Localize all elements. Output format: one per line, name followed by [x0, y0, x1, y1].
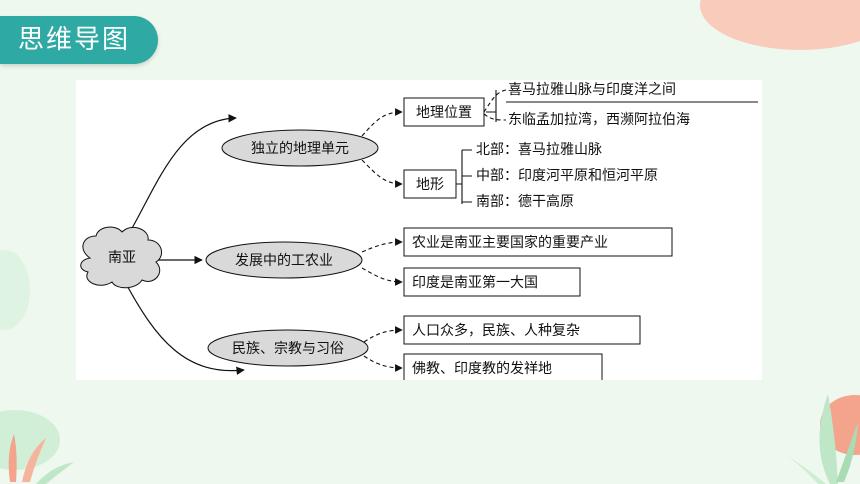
location-label: 地理位置 — [416, 105, 472, 121]
coral-blob-top-right — [700, 0, 860, 50]
connector-branch-1-to-location — [361, 108, 403, 137]
branch-3-label: 民族、宗教与习俗 — [232, 341, 344, 357]
branch-node-agriculture-industry: 发展中的工农业 — [205, 241, 363, 279]
terrain-label: 地形 — [416, 177, 444, 193]
terrain-detail-middle: 中部：印度河平原和恒河平原 — [476, 168, 658, 184]
branch-node-independent-unit: 独立的地理单元 — [221, 129, 379, 167]
ethnicity-fact-2: 佛教、印度教的发祥地 — [412, 361, 552, 377]
page-title: 思维导图 — [18, 25, 131, 55]
population-fact-box: 人口众多，民族、人种复杂 — [403, 315, 641, 345]
branch-1-label: 独立的地理单元 — [251, 141, 349, 157]
mind-map: 南亚 独立的地理单元 发展中的工农业 民族、宗教与习俗 地理位置 — [80, 82, 758, 380]
india-fact-box: 印度是南亚第一大国 — [403, 267, 581, 297]
terrain-detail-south: 南部：德干高原 — [476, 193, 574, 210]
terrain-bracket — [456, 149, 472, 204]
branch-2-label: 发展中的工农业 — [235, 253, 333, 269]
connector-branch-3-to-fact-1 — [363, 326, 403, 343]
connector-branch-2-to-fact-2 — [361, 267, 403, 286]
leaf-decoration-bottom-left — [8, 434, 74, 484]
connector-branch-1-to-terrain — [361, 159, 403, 188]
header-tab: 思维导图 — [0, 16, 158, 64]
mind-map-panel: 南亚 独立的地理单元 发展中的工农业 民族、宗教与习俗 地理位置 — [76, 80, 762, 380]
root-label: 南亚 — [108, 250, 136, 266]
connector-branch-2-to-fact-1 — [361, 238, 403, 253]
branch-node-ethnicity-religion: 民族、宗教与习俗 — [207, 329, 369, 367]
terrain-box: 地形 — [403, 169, 457, 199]
connector-root-to-branch-1 — [123, 114, 237, 243]
location-box: 地理位置 — [403, 97, 485, 127]
agriculture-fact-box: 农业是南亚主要国家的重要产业 — [403, 227, 673, 257]
connector-location-to-details — [483, 89, 507, 113]
connector-branch-3-to-fact-2 — [363, 355, 403, 372]
ethnicity-fact-1: 人口众多，民族、人种复杂 — [412, 322, 580, 339]
root-node: 南亚 — [80, 226, 163, 289]
green-blob-left — [0, 250, 30, 330]
terrain-detail-north: 北部：喜马拉雅山脉 — [476, 142, 602, 158]
location-detail-2: 东临孟加拉湾，西濒阿拉伯海 — [508, 111, 690, 128]
agriculture-fact-2: 印度是南亚第一大国 — [412, 274, 538, 291]
connector-location-to-details-2 — [483, 113, 507, 121]
religion-fact-box: 佛教、印度教的发祥地 — [403, 353, 603, 380]
leaf-decoration-bottom-right — [780, 394, 858, 484]
location-bracket — [486, 90, 497, 122]
agriculture-fact-1: 农业是南亚主要国家的重要产业 — [412, 234, 608, 251]
connector-root-to-branch-3 — [123, 279, 245, 375]
location-detail-1: 喜马拉雅山脉与印度洋之间 — [508, 82, 676, 98]
